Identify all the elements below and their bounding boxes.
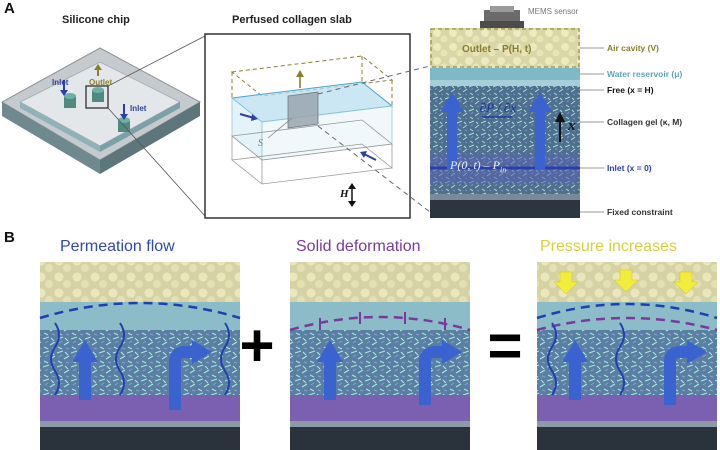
title-permeation-flow: Permeation flow <box>60 238 175 255</box>
slab-s-label: S <box>258 138 263 149</box>
chip-caption: Silicone chip <box>62 14 130 26</box>
plus-operator: + <box>239 312 275 379</box>
legend-free-boundary: Free (x = H) <box>607 85 654 95</box>
panel-a-label: A <box>4 0 15 17</box>
chip-inlet-right-label: Inlet <box>130 104 147 113</box>
slab-h-label: H <box>340 188 349 200</box>
outlet-pressure-label: Outlet – P(H, t) <box>462 44 532 55</box>
panel-b-label: B <box>4 229 15 246</box>
title-pressure-increases: Pressure increases <box>540 238 677 255</box>
pressure-gradient-label: ∂P / ∂x <box>479 100 517 115</box>
legend-inlet: Inlet (x = 0) <box>607 163 652 173</box>
slab-caption: Perfused collagen slab <box>232 14 352 26</box>
x-axis-label: x <box>568 118 576 134</box>
panel-pressure-increases <box>536 262 718 450</box>
title-solid-deformation: Solid deformation <box>296 238 421 255</box>
chip-inlet-left-label: Inlet <box>52 78 69 87</box>
legend-fixed-constraint: Fixed constraint <box>607 207 673 217</box>
panel-solid-deformation <box>289 262 471 450</box>
chip-outlet-label: Outlet <box>89 78 113 87</box>
mems-sensor-label: MEMS sensor <box>528 7 579 16</box>
inlet-boundary-condition: P(0, t) – Pin <box>450 158 507 175</box>
legend-air-cavity: Air cavity (V) <box>607 43 659 53</box>
panel-permeation <box>39 262 241 450</box>
legend-collagen-gel: Collagen gel (κ, M) <box>607 117 683 127</box>
equals-operator: = <box>487 312 523 379</box>
legend-water-reservoir: Water reservoir (μ) <box>607 69 683 79</box>
